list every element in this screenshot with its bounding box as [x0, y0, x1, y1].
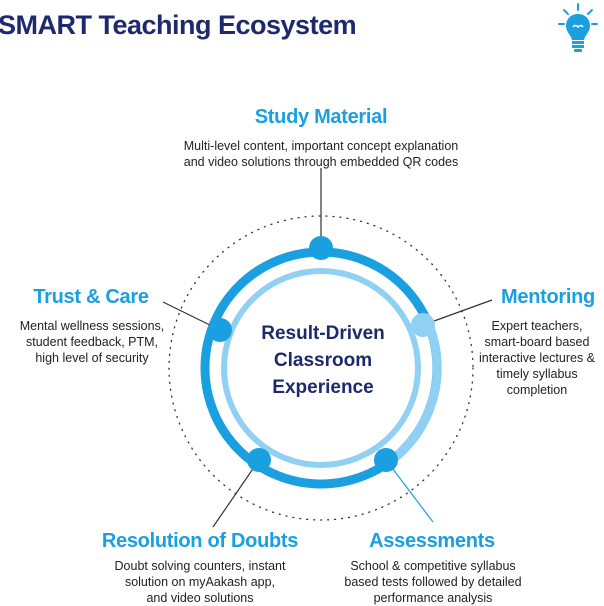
study-material-line-2: and video solutions through embedded QR …: [183, 155, 459, 169]
resolution-desc: Doubt solving counters, instant solution…: [95, 558, 305, 606]
assessments-line-1: School & competitive syllabus: [350, 559, 516, 573]
dotted-ring: [168, 215, 474, 521]
connector-mentoring: [422, 299, 493, 326]
connector-assessments: [385, 459, 434, 523]
node-resolution: [247, 448, 271, 472]
node-trust-care: [208, 318, 232, 342]
resolution-heading: Resolution of Doubts: [101, 530, 299, 552]
trust-care-line-3: high level of security: [35, 351, 149, 365]
mentoring-desc: Expert teachers, smart-board based inter…: [466, 318, 604, 398]
center-line-2: Classroom: [273, 350, 373, 371]
inner-ring: [221, 268, 421, 468]
trust-care-line-2: student feedback, PTM,: [25, 335, 158, 349]
connector-resolution: [212, 459, 260, 528]
node-study-material: [309, 236, 333, 260]
node-mentoring: [411, 313, 435, 337]
assessments-desc: School & competitive syllabus based test…: [334, 558, 532, 606]
study-material-desc: Multi-level content, important concept e…: [150, 138, 492, 170]
center-line-3: Experience: [272, 377, 374, 398]
page-title: SMART Teaching Ecosystem: [0, 10, 357, 40]
trust-care-desc: Mental wellness sessions, student feedba…: [10, 318, 174, 366]
ring-light-segment: [386, 323, 442, 466]
trust-care-line-1: Mental wellness sessions,: [19, 319, 165, 333]
study-material-heading: Study Material: [254, 106, 388, 128]
mentoring-line-2: smart-board based: [484, 335, 590, 349]
resolution-line-2: solution on myAakash app,: [124, 575, 276, 589]
trust-care-heading: Trust & Care: [33, 286, 149, 308]
assessments-line-3: performance analysis: [373, 591, 493, 605]
assessments-heading: Assessments: [369, 530, 495, 552]
mentoring-line-3: interactive lectures &: [478, 351, 596, 365]
study-material-line-1: Multi-level content, important concept e…: [183, 139, 459, 153]
resolution-line-3: and video solutions: [146, 591, 254, 605]
lightbulb-icon: [558, 3, 598, 52]
node-assessments: [374, 448, 398, 472]
resolution-line-1: Doubt solving counters, instant: [114, 559, 286, 573]
mentoring-heading: Mentoring: [501, 286, 595, 308]
mentoring-line-5: completion: [506, 383, 568, 397]
center-line-1: Result-Driven: [261, 323, 385, 344]
assessments-line-2: based tests followed by detailed: [344, 575, 522, 589]
mentoring-line-4: timely syllabus: [496, 367, 578, 381]
center-label: Result-Driven Classroom Experience: [253, 320, 393, 401]
mentoring-line-1: Expert teachers,: [491, 319, 583, 333]
